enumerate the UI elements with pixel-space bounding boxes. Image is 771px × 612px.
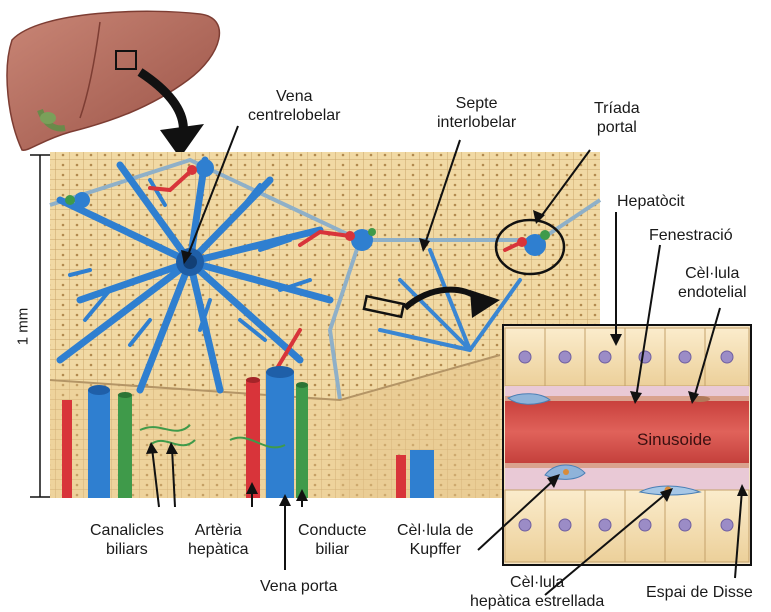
label-cellula-kupffer: Cèl·lula de Kupffer <box>397 521 473 559</box>
label-fenestracio: Fenestració <box>649 226 733 245</box>
label-septe-interlobelar: Septe interlobelar <box>437 94 516 132</box>
label-vena-centrelobelar: Vena centrelobelar <box>248 87 341 125</box>
label-canalicles-biliars: Canalicles biliars <box>90 521 164 559</box>
scale-label: 1 mm <box>15 302 32 352</box>
label-vena-porta: Vena porta <box>260 577 337 596</box>
label-conducte-biliar: Conducte biliar <box>298 521 367 559</box>
label-triada-portal: Tríada portal <box>594 99 640 137</box>
label-hepatocit: Hepatòcit <box>617 192 685 211</box>
sinusoid-inset <box>503 325 751 565</box>
scale-bar <box>30 155 50 497</box>
label-arteria-hepatica: Artèria hepàtica <box>188 521 249 559</box>
label-espai-disse: Espai de Disse <box>646 583 753 602</box>
label-cellula-endotelial: Cèl·lula endotelial <box>678 264 747 302</box>
label-sinusoide: Sinusoide <box>637 430 712 449</box>
label-cellula-estrellada: Cèl·lula hepàtica estrellada <box>470 573 604 611</box>
